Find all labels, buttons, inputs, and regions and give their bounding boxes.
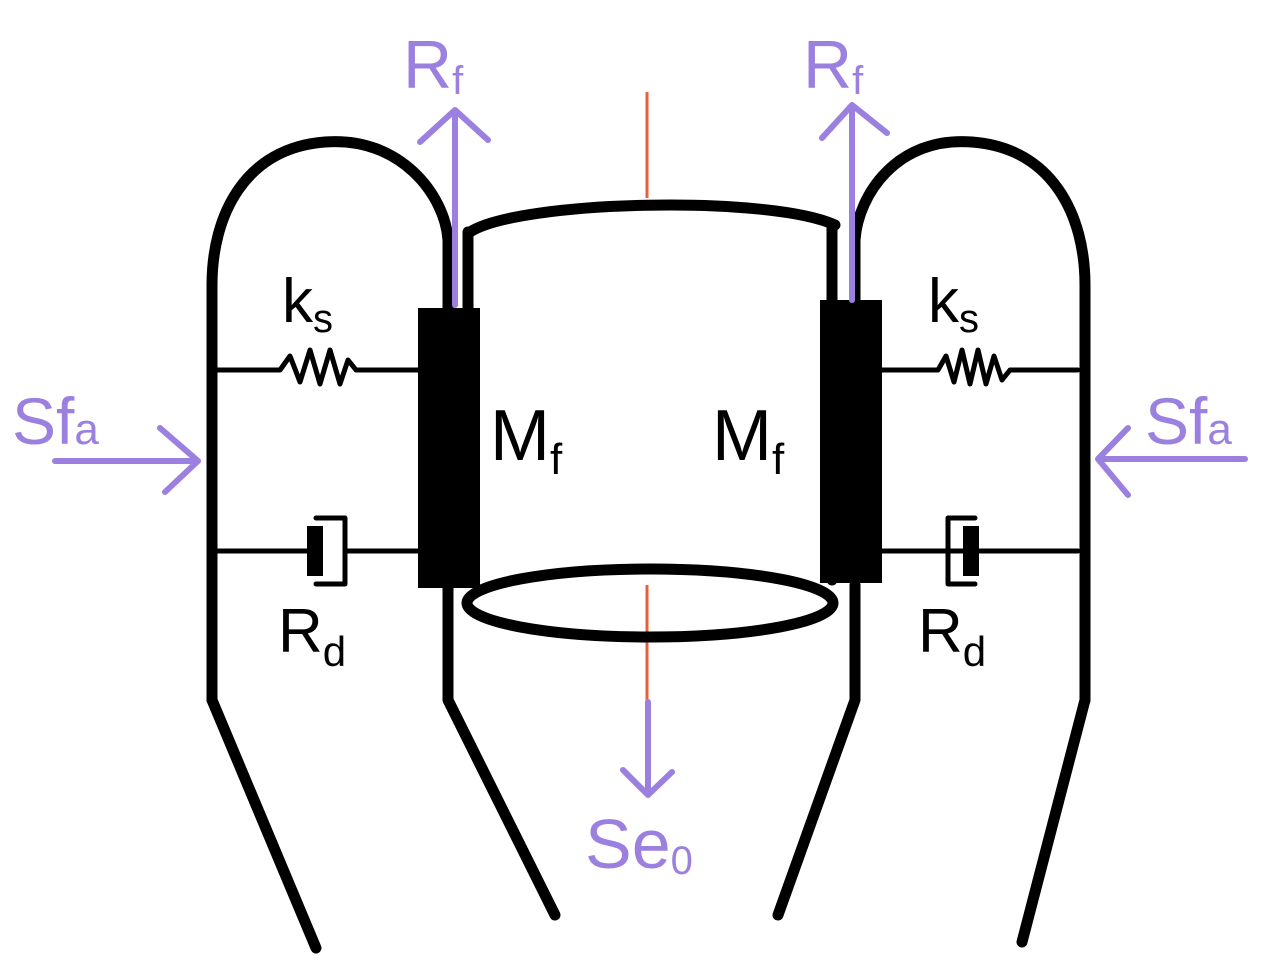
left-sfa-label: Sfa (12, 384, 99, 458)
left-spring (215, 347, 421, 387)
right-rf-arrow (819, 102, 890, 303)
left-outer-leg (206, 694, 322, 954)
right-sfa-arrow (1095, 425, 1248, 498)
left-ks-label: ks (282, 267, 333, 341)
left-rd-label: Rd (278, 597, 346, 675)
left-rf-arrow (417, 107, 491, 308)
left-mf-label: Mf (490, 396, 563, 484)
left-damper-piston (307, 526, 323, 576)
right-ks-label: ks (928, 267, 979, 341)
right-spring (877, 347, 1081, 387)
right-sfa-label: Sfa (1145, 384, 1232, 458)
cylinder-top-arc (464, 199, 841, 238)
right-outer-arch (849, 136, 1091, 706)
right-damper (877, 515, 1081, 587)
right-inner-leg (772, 579, 861, 921)
left-inner-leg (442, 579, 561, 921)
right-outer-leg (1016, 694, 1091, 948)
left-sfa-arrow (52, 425, 201, 495)
left-rf-label: Rf (403, 27, 464, 103)
left-damper (215, 515, 423, 587)
right-rf-label: Rf (803, 27, 864, 103)
cylinder-bottom-ellipse (461, 563, 839, 643)
se0-label: Se0 (585, 805, 693, 883)
left-outer-arch (206, 136, 454, 706)
right-rd-label: Rd (918, 597, 986, 675)
se0-arrow (620, 699, 675, 798)
right-mf-label: Mf (712, 396, 785, 484)
right-damper-piston (963, 526, 979, 576)
